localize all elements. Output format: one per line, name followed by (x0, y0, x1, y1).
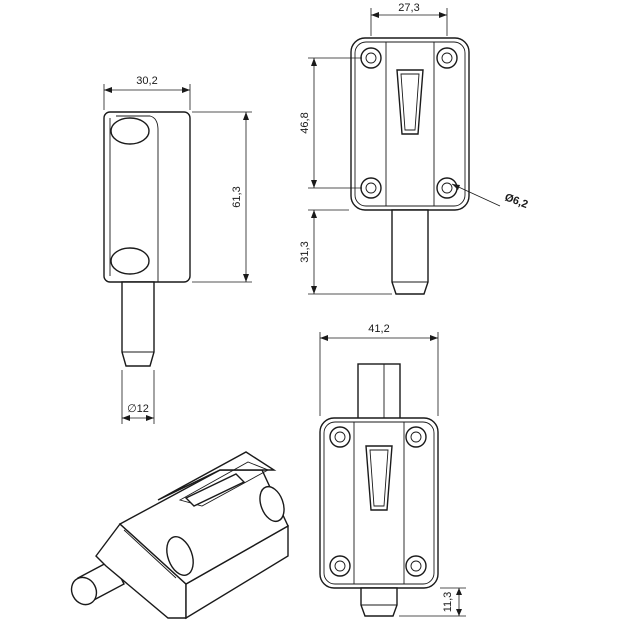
dim-label-pin-length: 31,3 (299, 241, 311, 262)
dim-side-height: 61,3 (192, 111, 252, 283)
dim-pin-length: 31,3 (299, 209, 392, 295)
front-view (350, 37, 470, 295)
dim-label-pin-diameter: ∅12 (127, 403, 149, 415)
dim-front-width: 27,3 (370, 2, 448, 36)
iso-pin-end (70, 576, 98, 606)
front-view-pin (391, 209, 429, 295)
side-view-hole-bottom (110, 247, 150, 275)
front-view-hole-top-right (436, 47, 458, 69)
front-view-hole-bottom-right (436, 177, 458, 199)
dim-label-side-width: 30,2 (136, 75, 157, 87)
dim-hole-spacing: 46,8 (299, 57, 362, 189)
dim-pin-diameter: ∅12 (121, 370, 155, 424)
dim-side-width: 30,2 (103, 75, 191, 110)
front-view-hole-bottom-left (360, 177, 382, 199)
dim-label-pin-protrusion: 11,3 (442, 592, 454, 613)
dim-label-hole-diameter: Ø6,2 (503, 192, 530, 211)
isometric-view (70, 451, 289, 620)
dim-label-overall-width: 41,2 (368, 323, 389, 335)
back-view-hole-bottom-right (405, 555, 427, 577)
back-view-hole-top-left (329, 426, 351, 448)
back-view-hole-bottom-left (329, 555, 351, 577)
dim-overall-width: 41,2 (319, 323, 439, 416)
dim-pin-protrusion: 11,3 (399, 587, 466, 617)
back-view (319, 363, 439, 617)
iso-hole-front (166, 536, 194, 576)
iso-hole-back (259, 485, 285, 523)
back-view-upper-pin (357, 363, 401, 425)
side-view-pin (121, 281, 155, 367)
iso-slot (184, 473, 246, 507)
front-view-hole-top-left (360, 47, 382, 69)
back-view-slot (365, 445, 393, 511)
front-view-slot (396, 69, 424, 135)
back-view-pin (360, 587, 398, 617)
dim-label-hole-spacing: 46,8 (299, 112, 311, 133)
dim-label-front-width: 27,3 (398, 2, 419, 14)
side-view (103, 111, 191, 367)
back-view-hole-top-right (405, 426, 427, 448)
side-view-hole-top (110, 117, 150, 145)
dim-label-side-height: 61,3 (231, 186, 243, 207)
